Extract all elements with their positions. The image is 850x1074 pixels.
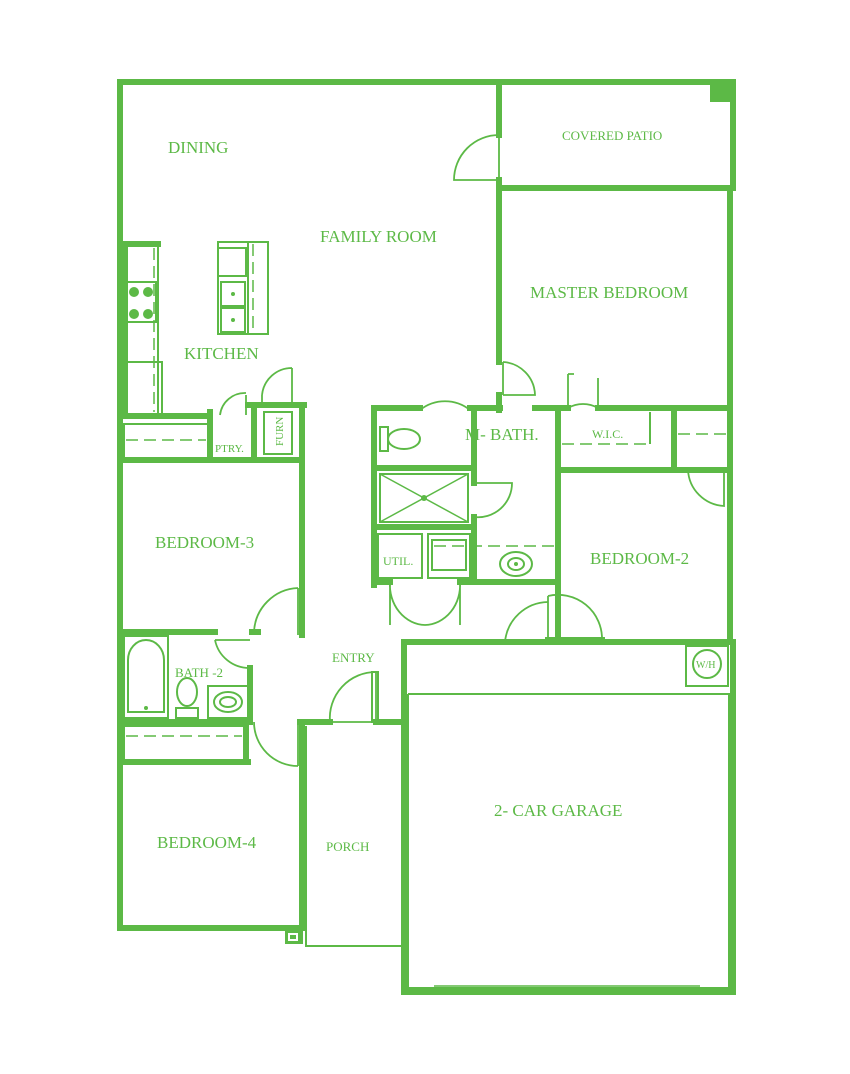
room-label-master-bath: M- BATH. — [465, 425, 539, 444]
doors — [214, 134, 725, 767]
kitchen-fixtures — [122, 241, 269, 419]
room-label-walk-in-closet: W.I.C. — [592, 427, 623, 441]
bath-fixtures — [123, 426, 722, 719]
burner-icon — [129, 309, 139, 319]
room-label-covered-patio: COVERED PATIO — [562, 128, 662, 143]
water-heater-icon — [692, 649, 722, 679]
bathtub-icon — [123, 635, 169, 719]
room-label-kitchen: KITCHEN — [184, 344, 259, 363]
room-label-pantry: PTRY. — [215, 443, 244, 455]
room-label-bedroom-2: BEDROOM-2 — [590, 549, 689, 568]
room-labels: DINING FAMILY ROOM COVERED PATIO MASTER … — [155, 128, 715, 854]
shower-icon — [379, 473, 469, 523]
interior-walls — [117, 79, 736, 991]
burner-icon — [143, 309, 153, 319]
room-label-bedroom-3: BEDROOM-3 — [155, 533, 254, 552]
room-label-bath-2: BATH -2 — [175, 665, 223, 680]
sink-icon — [220, 281, 246, 307]
burner-icon — [143, 287, 153, 297]
sink-icon — [220, 307, 246, 333]
room-label-entry: ENTRY — [332, 650, 375, 665]
sink-icon — [207, 685, 249, 719]
room-label-family-room: FAMILY ROOM — [320, 227, 437, 246]
room-label-water-heater: W/H — [696, 660, 715, 671]
sink-icon — [499, 551, 533, 577]
room-label-master-bedroom: MASTER BEDROOM — [530, 283, 688, 302]
room-label-porch: PORCH — [326, 839, 369, 854]
toilet-icon — [175, 677, 199, 719]
toilet-icon — [379, 426, 421, 452]
burner-icon — [129, 287, 139, 297]
room-label-utility: UTIL. — [383, 554, 413, 568]
room-label-garage: 2- CAR GARAGE — [494, 801, 622, 820]
room-label-dining: DINING — [168, 138, 228, 157]
room-label-furnace: FURN — [274, 417, 286, 446]
room-label-bedroom-4: BEDROOM-4 — [157, 833, 257, 852]
closet-shelves — [123, 412, 726, 761]
